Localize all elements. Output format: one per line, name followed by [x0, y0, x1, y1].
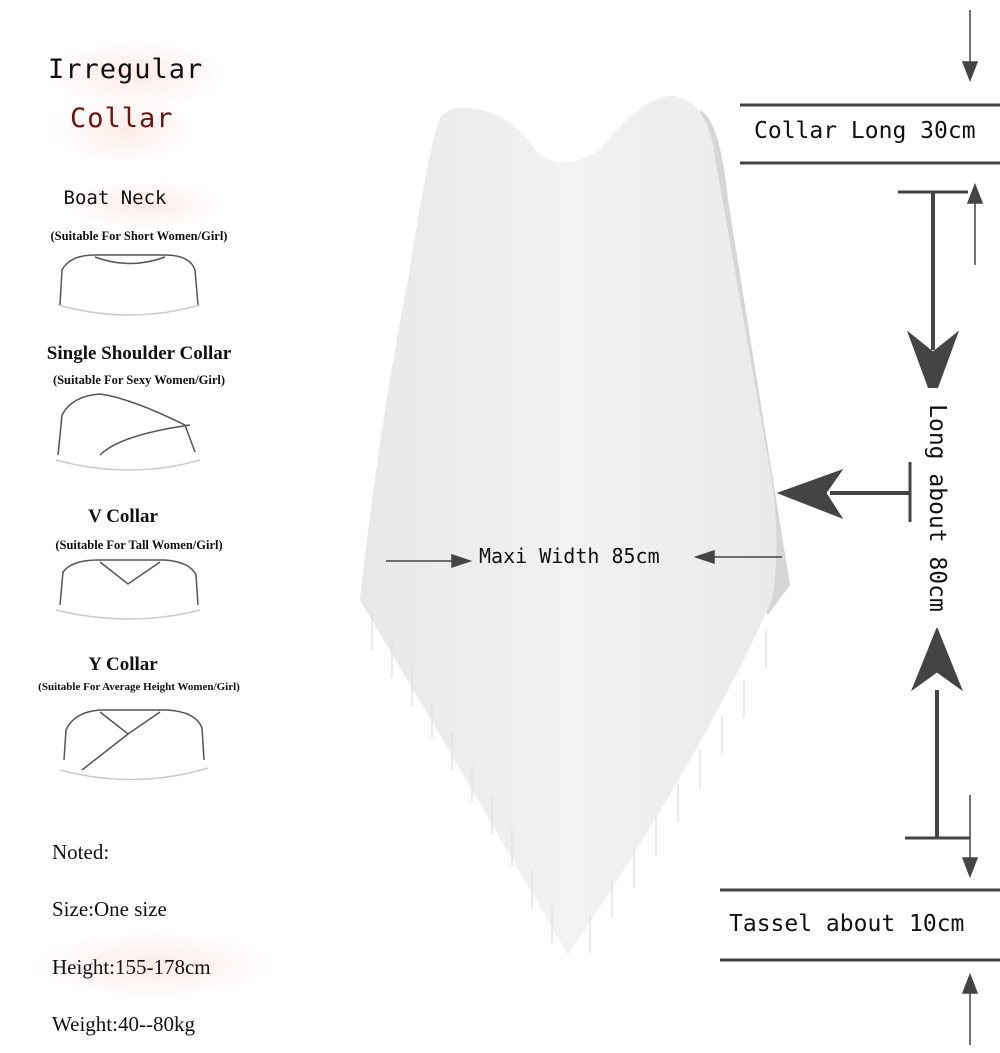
blush-highlight	[60, 180, 230, 230]
garment-body	[360, 96, 777, 955]
collar-name-single-shoulder: Single Shoulder Collar	[46, 343, 232, 364]
collar-name-y: Y Collar	[88, 654, 158, 675]
collar-sub-y: (Suitable For Average Height Women/Girl)	[38, 681, 240, 693]
long-label: Long about 80cm	[923, 388, 951, 628]
boat-neck-icon	[57, 254, 201, 316]
collar-name-v: V Collar	[88, 506, 158, 527]
reference-lines	[720, 103, 1000, 962]
collar-sub-boat-neck: (Suitable For Short Women/Girl)	[50, 229, 228, 243]
header-irregular: Irregular	[48, 54, 204, 85]
tassel-arrows	[961, 795, 979, 1045]
collar-name-boat-neck: Boat Neck	[63, 187, 167, 209]
note-height: Height:155-178cm	[52, 955, 211, 979]
y-collar-icon	[59, 709, 209, 781]
note-weight: Weight:40--80kg	[52, 1012, 195, 1036]
long-arrow	[898, 190, 970, 840]
maxi-width-label: Maxi Width 85cm	[479, 544, 660, 568]
collar-sub-v: (Suitable For Tall Women/Girl)	[55, 538, 223, 552]
note-label: Noted:	[52, 840, 110, 864]
collar-arrows	[961, 10, 984, 265]
collar-sub-single-shoulder: (Suitable For Sexy Women/Girl)	[52, 373, 226, 387]
width-arrows	[386, 549, 782, 569]
collar-long-label: Collar Long 30cm	[752, 118, 978, 144]
fringe	[371, 612, 767, 953]
side-arrow	[776, 462, 912, 522]
header-collar: Collar	[70, 103, 174, 134]
v-collar-icon	[55, 559, 201, 620]
single-shoulder-icon	[55, 393, 201, 471]
blush-highlight	[50, 95, 200, 165]
tassel-label: Tassel about 10cm	[727, 911, 967, 937]
blush-highlight	[30, 930, 280, 1000]
note-size: Size:One size	[52, 897, 167, 921]
